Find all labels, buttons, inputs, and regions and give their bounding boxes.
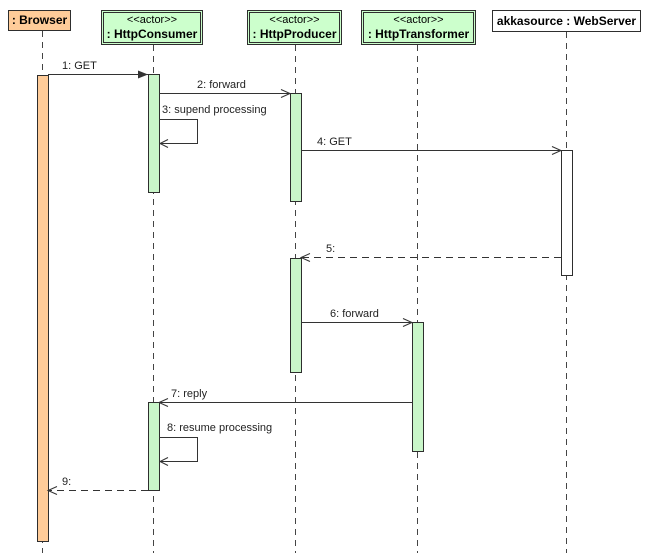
message-label-1-get: 1: GET <box>62 60 97 72</box>
participant-box-webserver-frame: akkasource : WebServer <box>493 11 640 31</box>
participant-box-http-consumer: <<actor>> : HttpConsumer <box>101 10 203 45</box>
message-5-arrowhead <box>299 253 311 262</box>
message-7-arrowhead <box>157 398 169 407</box>
participant-name-http-consumer: : HttpConsumer <box>106 26 198 41</box>
message-3-self-line <box>159 119 198 144</box>
activation-bar-http-transformer <box>412 322 424 452</box>
message-label-6-forward: 6: forward <box>330 308 379 320</box>
message-label-5-return: 5: <box>326 243 336 255</box>
activation-bar-http-consumer <box>148 74 160 193</box>
activation-bar-http-producer <box>290 258 302 373</box>
participant-name-webserver: akkasource : WebServer <box>496 13 637 28</box>
participant-box-http-transformer: <<actor>> : HttpTransformer <box>361 10 476 45</box>
activation-bar-webserver <box>561 150 573 276</box>
message-label-4-get: 4: GET <box>317 136 352 148</box>
message-3-arrowhead <box>158 139 169 148</box>
participant-box-http-consumer-frame: <<actor>> : HttpConsumer <box>103 12 201 43</box>
participant-box-http-transformer-frame: <<actor>> : HttpTransformer <box>363 12 474 43</box>
activation-bar-http-consumer <box>148 402 160 491</box>
message-6-arrowhead <box>402 318 414 327</box>
message-1-arrowhead <box>138 70 148 79</box>
participant-stereotype-http-transformer: <<actor>> <box>393 13 444 26</box>
activation-bar-browser <box>37 75 49 542</box>
message-4-arrowhead <box>551 146 563 155</box>
participant-box-browser: : Browser <box>8 10 71 31</box>
participant-name-http-producer: : HttpProducer <box>252 26 337 41</box>
message-2-arrowhead <box>280 89 292 98</box>
message-label-2-forward: 2: forward <box>197 79 246 91</box>
participant-box-webserver: akkasource : WebServer <box>492 10 641 32</box>
participant-box-browser-frame: : Browser <box>9 11 70 30</box>
message-8-arrowhead <box>158 457 169 466</box>
participant-stereotype-http-producer: <<actor>> <box>269 13 320 26</box>
participant-box-http-producer-frame: <<actor>> : HttpProducer <box>249 12 340 43</box>
activation-bar-http-producer <box>290 93 302 202</box>
participant-name-browser: : Browser <box>11 13 68 27</box>
message-9-arrowhead <box>46 486 58 495</box>
message-label-9-return: 9: <box>62 476 72 488</box>
message-label-7-reply: 7: reply <box>171 388 208 400</box>
message-label-8-resume-processing: 8: resume processing <box>167 422 273 434</box>
participant-name-http-transformer: : HttpTransformer <box>367 26 470 41</box>
message-8-self-line <box>159 437 198 462</box>
participant-box-http-producer: <<actor>> : HttpProducer <box>247 10 342 45</box>
participant-stereotype-http-consumer: <<actor>> <box>126 13 178 26</box>
message-label-3-supend-processing: 3: supend processing <box>162 104 267 116</box>
